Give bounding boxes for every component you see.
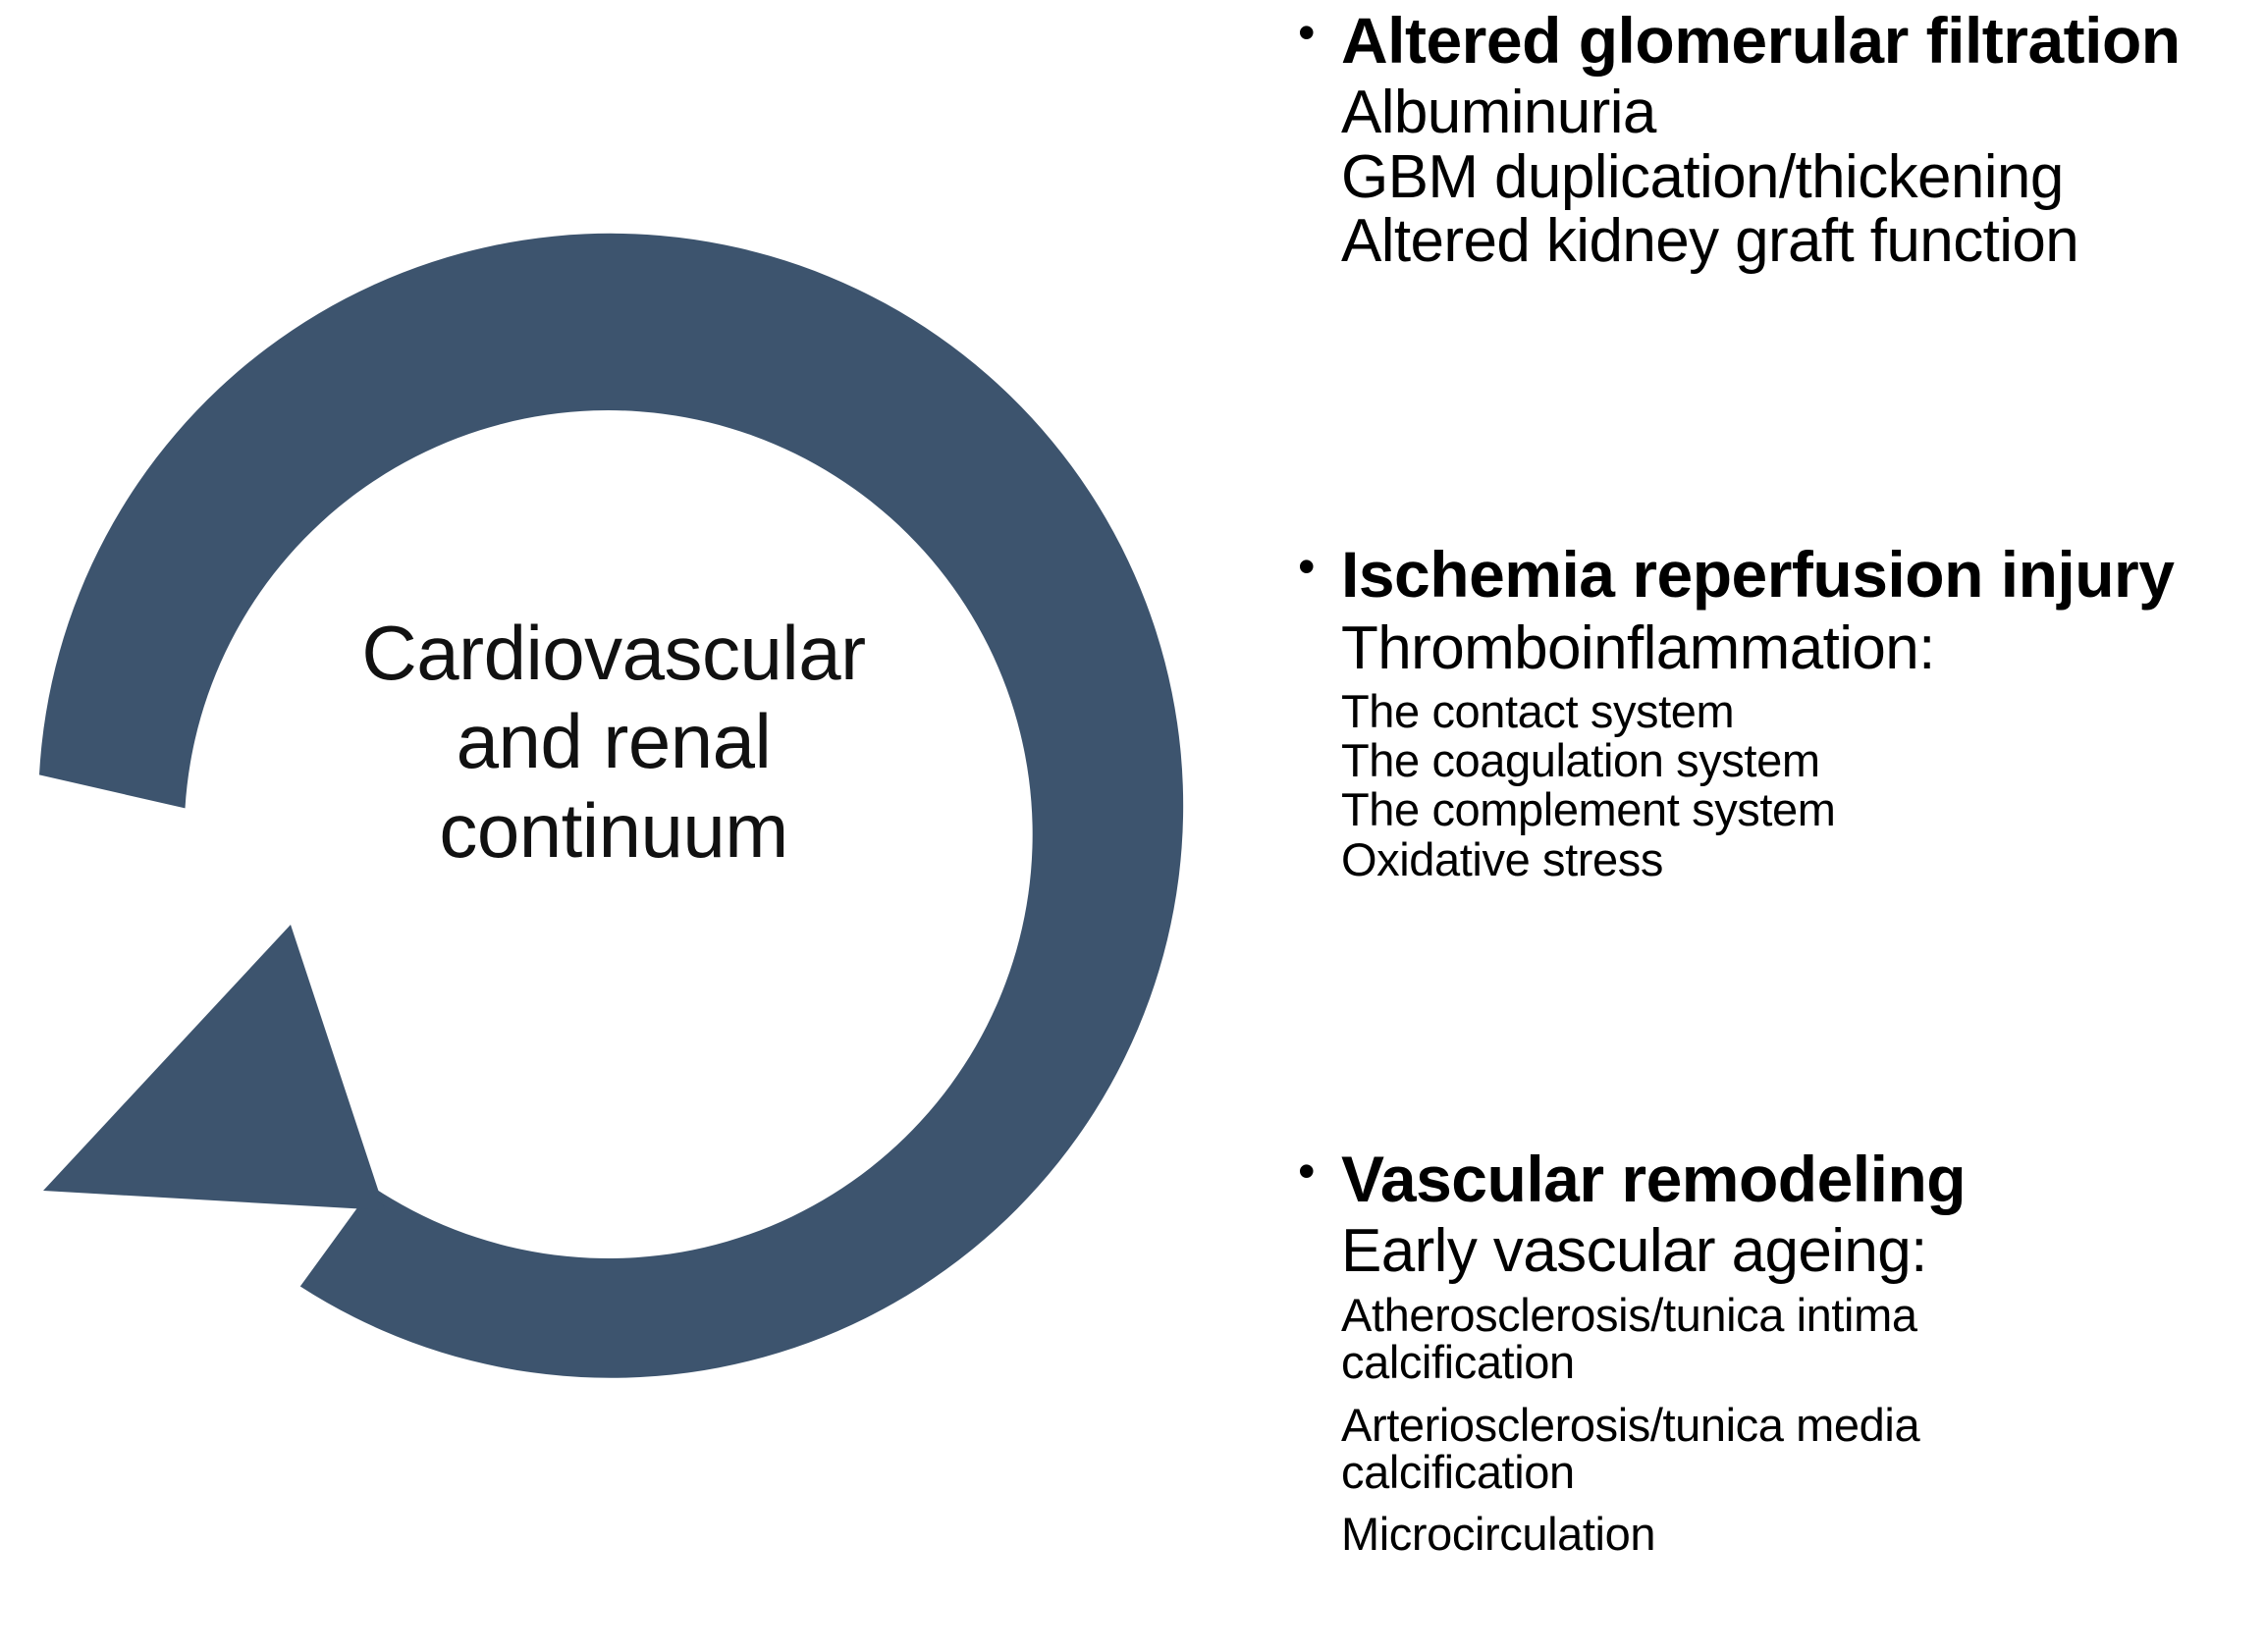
factor-heading: Altered glomerular filtration	[1341, 4, 2181, 77]
factor-items: Atherosclerosis/tunica intima calcificat…	[1341, 1288, 2265, 1561]
factor-item: The coagulation system	[1341, 733, 1820, 786]
factor-subheading: Thromboinflammation:	[1341, 613, 1935, 682]
bullet-icon: •	[1298, 1144, 1316, 1199]
factor-heading-row: • Vascular remodeling	[1276, 1146, 2265, 1213]
factor-subheading: Early vascular ageing:	[1341, 1216, 1927, 1285]
bullet-icon: •	[1298, 5, 1316, 60]
factor-heading-row: • Ischemia reperfusion injury	[1276, 538, 2265, 611]
factor-item: The complement system	[1341, 783, 1836, 836]
factor-item: Microcirculation	[1341, 1508, 1656, 1561]
bullet-icon: •	[1298, 539, 1316, 594]
factor-block-ischemia-reperfusion-injury: • Ischemia reperfusion injury Thromboinf…	[1276, 538, 2265, 885]
cycle-arrow-shape	[39, 233, 1184, 1378]
factor-item: Albuminuria	[1341, 78, 1656, 146]
factor-item: Oxidative stress	[1341, 832, 1663, 885]
cycle-center-label: Cardiovascular and renal continuum	[361, 610, 866, 874]
factor-item: The contact system	[1341, 684, 1735, 737]
factor-item: Atherosclerosis/tunica intima	[1341, 1288, 1917, 1341]
factor-item: calcification	[1341, 1335, 1575, 1388]
factor-heading-row: • Altered glomerular filtration	[1276, 4, 2265, 77]
factor-heading: Ischemia reperfusion injury	[1341, 538, 2175, 611]
factor-item: calcification	[1341, 1445, 1575, 1498]
factors-list: • Altered glomerular filtration Albuminu…	[1276, 0, 2265, 1652]
cycle-diagram: Cardiovascular and renal continuum	[39, 233, 1184, 1378]
factor-block-altered-glomerular-filtration: • Altered glomerular filtration Albuminu…	[1276, 4, 2265, 274]
factor-block-vascular-remodeling: • Vascular remodeling Early vascular age…	[1276, 1146, 2265, 1558]
factor-heading: Vascular remodeling	[1341, 1143, 1967, 1215]
circular-arrow-icon	[39, 233, 1184, 1378]
factor-items: The contact system The coagulation syste…	[1341, 684, 2265, 885]
factor-items: Albuminuria GBM duplication/thickening A…	[1341, 80, 2265, 274]
factor-item: Arteriosclerosis/tunica media	[1341, 1398, 1920, 1451]
factor-item: GBM duplication/thickening	[1341, 142, 2064, 211]
factor-item: Altered kidney graft function	[1341, 207, 2079, 276]
